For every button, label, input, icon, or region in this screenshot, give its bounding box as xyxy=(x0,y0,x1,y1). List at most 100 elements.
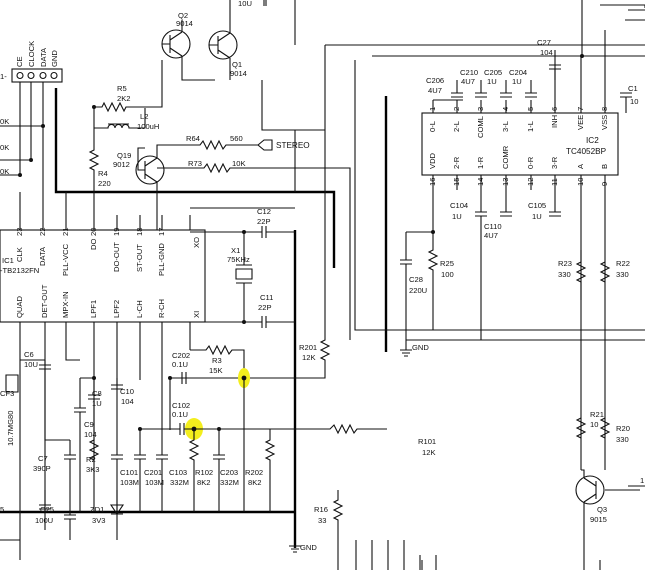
filter-ref-3: R102 xyxy=(195,468,213,477)
r21-ref: R21 xyxy=(590,410,604,419)
ic1-bottom-name-6: R-CH xyxy=(157,299,166,318)
ic2-top-name-1: 2-L xyxy=(452,121,461,132)
inductor-l2 xyxy=(94,108,146,129)
stereo-label: STEREO xyxy=(276,141,310,150)
q19-ref: Q19 xyxy=(117,151,131,160)
r64-value: 560 xyxy=(230,134,243,143)
c28-ref: C28 xyxy=(409,275,423,284)
ic1-top-name-6: PLL-GND xyxy=(157,243,166,276)
left-bottom-parts xyxy=(0,359,125,560)
gnd-label-bottom: GND xyxy=(300,543,317,552)
transistor-q2 xyxy=(161,20,215,81)
ic2-bottom-num-0: 16 xyxy=(428,178,437,186)
ic2-bottom-num-2: 14 xyxy=(476,178,485,186)
resistor-r64 xyxy=(186,139,273,151)
c104-value: 1U xyxy=(452,212,462,221)
c12-value: 22P xyxy=(257,217,271,226)
c8-ref: C8 xyxy=(92,389,102,398)
resistor-r201 xyxy=(170,330,331,379)
l2-value: 100uH xyxy=(137,122,159,131)
ic1-top-name-1: DATA xyxy=(38,246,47,266)
ic2-top-num-1: 2 xyxy=(452,107,461,111)
c10-ref: C10 xyxy=(120,387,134,396)
ic2-top-name-4: 1-L xyxy=(526,121,535,132)
connector-pin-ce: CE xyxy=(15,56,24,67)
ic2-bottom-name-6: A xyxy=(576,163,585,169)
connector-j1 xyxy=(0,68,63,177)
filter-val-0: 103M xyxy=(120,478,139,487)
ic2-bottom-name-5: 3-R xyxy=(550,156,559,169)
ic2-top-name-5: INH xyxy=(550,115,559,128)
r5-ref: R5 xyxy=(117,84,127,93)
c9-value: 104 xyxy=(84,430,97,439)
bold-ground-bus xyxy=(0,88,388,548)
ic1-bottom-name-3: LPF1 xyxy=(89,300,98,318)
ic1-top-num-5: 18 xyxy=(135,228,144,236)
cf3-ref: CF3 xyxy=(0,389,14,398)
q2-value: 9014 xyxy=(176,19,193,28)
c210-value: 4U7 xyxy=(461,77,475,86)
c8-value: 1U xyxy=(92,399,102,408)
ic2-top-caps xyxy=(433,64,632,113)
r22-value: 330 xyxy=(616,270,629,279)
r5-value: 2K2 xyxy=(117,94,131,103)
ic1-top-num-1: 22 xyxy=(38,228,47,236)
l2-ref: L2 xyxy=(140,112,148,121)
r73-ref: R73 xyxy=(188,159,202,168)
filter-network xyxy=(111,378,276,512)
filter-val-5: 8K2 xyxy=(248,478,262,487)
edge-label-k1: 0K xyxy=(0,117,9,126)
filter-val-2: 332M xyxy=(170,478,189,487)
q1-value: 9014 xyxy=(230,69,247,78)
r2-ref: R2 xyxy=(86,455,96,464)
ic2-bottom-caps xyxy=(400,200,611,340)
resistor-r5 xyxy=(92,60,163,113)
c28-value: 220U xyxy=(409,286,427,295)
ic1-bottom-name-1: DET-OUT xyxy=(40,284,49,318)
r3-ref: R3 xyxy=(212,356,222,365)
c25-value: 100U xyxy=(35,516,53,525)
connector-pin-clock: CLOCK xyxy=(27,41,36,67)
ic2-ref: IC2 xyxy=(586,136,599,145)
c6-value: 10U xyxy=(24,360,38,369)
ic2-top-num-5: 6 xyxy=(550,107,559,111)
c27-value: 104 xyxy=(540,48,553,57)
c102-value: 0.1U xyxy=(172,410,188,419)
r23-value: 330 xyxy=(558,270,571,279)
ic1-top-name-3: DO xyxy=(89,239,98,250)
ic1-top-num-0: 23 xyxy=(15,228,24,236)
r101-ref: R101 xyxy=(418,437,436,446)
r201-ref: R201 xyxy=(299,343,317,352)
ic1-top-num-4: 19 xyxy=(112,228,121,236)
r201-value: 12K xyxy=(302,353,316,362)
ic2-bottom-leads xyxy=(432,175,606,470)
r101-value: 12K xyxy=(422,448,436,457)
filter-val-4: 332M xyxy=(220,478,239,487)
filter-ref-0: C101 xyxy=(120,468,138,477)
c102-ref: C102 xyxy=(172,401,190,410)
c110-value: 4U7 xyxy=(484,231,498,240)
ic2-bottom-num-5: 11 xyxy=(550,178,559,186)
ic1-bottom-name-0: QUAD xyxy=(15,296,24,318)
ic2-bottom-num-3: 13 xyxy=(501,178,510,186)
ic1-bottom-name-5: L-CH xyxy=(135,300,144,318)
zd1-value: 3V3 xyxy=(92,516,106,525)
ic2-name: TC4052BP xyxy=(566,147,607,156)
filter-val-3: 8K2 xyxy=(197,478,211,487)
c12-ref: C12 xyxy=(257,207,271,216)
r25-ref: R25 xyxy=(440,259,454,268)
r4-value: 220 xyxy=(98,179,111,188)
gnd-label-mid: GND xyxy=(412,343,429,352)
r3-value: 15K xyxy=(209,366,223,375)
ic1-top-name-4: DO-OUT xyxy=(112,242,121,272)
filter-ref-2: C103 xyxy=(169,468,187,477)
ic1-top-name-7: XO xyxy=(192,237,201,248)
resistor-r73 xyxy=(157,162,351,340)
edge-label-r: 1 xyxy=(640,476,644,485)
ground-symbol-mid xyxy=(400,339,645,357)
c25-ref: C25 xyxy=(40,505,54,514)
ic2-top-num-4: 5 xyxy=(526,107,535,111)
ic2-bottom-name-0: VDD xyxy=(428,152,437,169)
transistor-q3 xyxy=(575,469,645,570)
ic1-top-num-2: 21 xyxy=(61,228,70,236)
